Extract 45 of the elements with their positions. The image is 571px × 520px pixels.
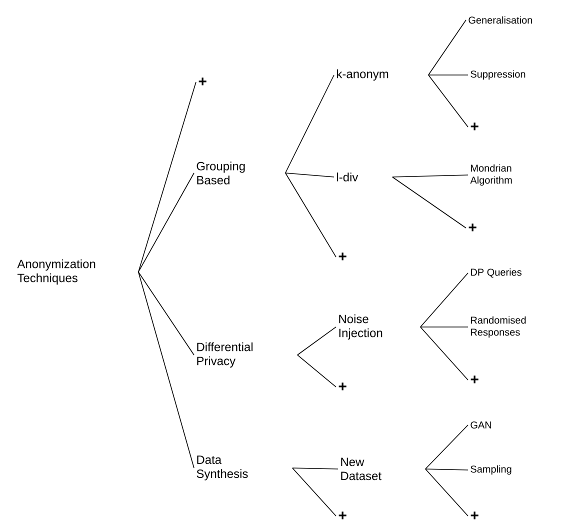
- branch-line: [285, 172, 334, 178]
- branch-line: [297, 326, 336, 356]
- leaf-label: Generalisation: [468, 16, 532, 24]
- plus-sign: +: [468, 224, 476, 232]
- branch-label: Noise Injection: [339, 314, 382, 340]
- branch-line: [392, 176, 466, 228]
- plus-sign: +: [470, 376, 478, 384]
- branch-line: [420, 326, 468, 380]
- plus-sign: +: [198, 78, 206, 86]
- branch-line: [428, 74, 468, 76]
- branch-label: New Dataset: [341, 458, 382, 480]
- plus-sign: +: [338, 512, 346, 520]
- branch-line: [420, 326, 468, 328]
- branch-line: [425, 468, 468, 516]
- plus-sign: +: [338, 382, 346, 390]
- branch-label: Anonymization Techniques: [17, 259, 96, 285]
- branch-line: [138, 272, 194, 468]
- plus-sign: +: [470, 122, 478, 130]
- branch-line: [285, 74, 334, 174]
- branch-label: Differential Privacy: [197, 342, 253, 368]
- branch-line: [138, 82, 196, 272]
- leaf-label: DP Queries: [471, 268, 522, 278]
- leaf-label: Suppression: [470, 70, 526, 80]
- leaf-label: Randomised Responses: [471, 316, 526, 338]
- branch-label: k-anonym: [337, 69, 388, 81]
- branch-line: [425, 468, 468, 470]
- branch-line: [428, 20, 466, 76]
- branch-label: Grouping Based: [196, 162, 245, 184]
- branch-line: [285, 172, 336, 258]
- branch-line: [297, 354, 336, 388]
- plus-sign: +: [338, 252, 346, 260]
- branch-line: [428, 74, 468, 128]
- branch-line: [138, 272, 194, 356]
- branch-line: [420, 272, 468, 328]
- leaf-label: Mondrian Algorithm: [470, 164, 512, 186]
- leaf-label: Sampling: [470, 465, 512, 475]
- branch-label: l-div: [337, 172, 358, 182]
- branch-line: [425, 424, 468, 470]
- branch-line: [292, 468, 338, 470]
- leaf-label: GAN: [470, 421, 492, 429]
- branch-line: [138, 172, 194, 272]
- branch-line: [392, 174, 468, 178]
- branch-line: [292, 468, 336, 516]
- branch-label: Data Synthesis: [196, 456, 248, 480]
- plus-sign: +: [470, 512, 478, 520]
